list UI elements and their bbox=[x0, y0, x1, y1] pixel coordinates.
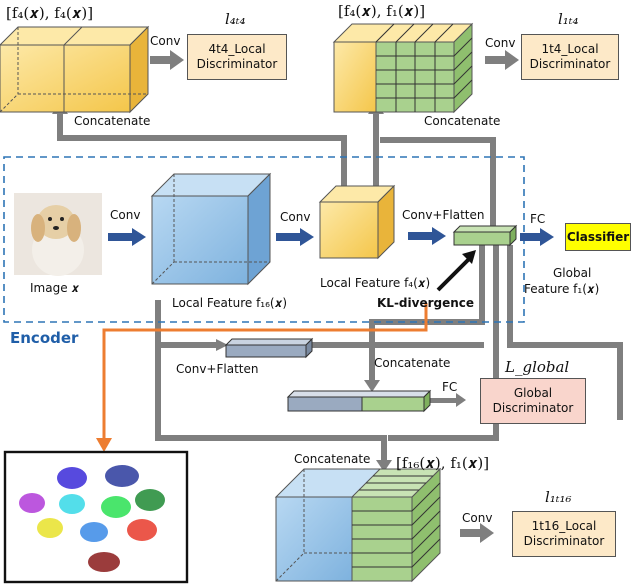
bottom-concat-label: Concatenate bbox=[294, 452, 371, 466]
classifier-box: Classifier bbox=[565, 223, 631, 251]
blue-arrows bbox=[108, 227, 554, 246]
global-feature-bar bbox=[452, 224, 518, 247]
input-dog-image bbox=[14, 193, 102, 276]
top-left-concat-label: Concatenate bbox=[74, 114, 151, 128]
top-right-disc-line1: 1t4_Local bbox=[541, 42, 599, 56]
top-right-loss-label: l₁ₜ₄ bbox=[558, 10, 579, 28]
global-disc-line1: Global bbox=[513, 386, 553, 400]
image-label: Image 𝒙 bbox=[30, 281, 80, 295]
bottom-feature-cube bbox=[274, 467, 442, 583]
top-right-concat-label: Concatenate bbox=[424, 114, 501, 128]
top-left-feature-cube bbox=[0, 25, 150, 114]
top-right-conv-label: Conv bbox=[485, 36, 516, 50]
local-feature-f4-cube bbox=[318, 184, 396, 260]
top-right-feature-cube bbox=[332, 22, 474, 114]
bottom-conv-label: Conv bbox=[462, 511, 493, 525]
top-right-formula: [f₄(𝒙), f₁(𝒙)] bbox=[338, 2, 426, 20]
global-feature-line2: Feature f₁(𝒙) bbox=[524, 282, 600, 296]
local-feature-f16-cube bbox=[150, 172, 272, 286]
tsne-scatter-panel bbox=[3, 450, 189, 584]
bottom-disc-line1: 1t16_Local bbox=[531, 519, 597, 533]
top-right-disc-line2: Discriminator bbox=[529, 57, 611, 71]
global-loss-label: L_global bbox=[505, 358, 570, 376]
local4-label: Local Feature f₄(𝒙) bbox=[320, 276, 431, 290]
bottom-formula: [f₁₆(𝒙), f₁(𝒙)] bbox=[396, 454, 490, 472]
conv2-label: Conv bbox=[280, 210, 311, 224]
encoder-label: Encoder bbox=[10, 329, 79, 347]
bottom-disc-line2: Discriminator bbox=[523, 534, 605, 548]
bottom-loss-label: l₁ₜ₁₆ bbox=[545, 488, 572, 506]
top-left-loss-label: l₄ₜ₄ bbox=[225, 10, 246, 28]
global-fc-label: FC bbox=[442, 380, 458, 394]
global-feature-line1: Global bbox=[553, 266, 592, 280]
local16-label: Local Feature f₁₆(𝒙) bbox=[172, 296, 288, 310]
conv-flatten-label: Conv+Flatten bbox=[402, 208, 485, 222]
top-left-disc-line1: 4t4_Local bbox=[208, 42, 266, 56]
orange-arrow bbox=[102, 303, 428, 440]
f16-flatten-bar bbox=[224, 337, 314, 359]
top-left-conv-label: Conv bbox=[150, 34, 181, 48]
conv1-label: Conv bbox=[110, 208, 141, 222]
global-conv-flatten-label: Conv+Flatten bbox=[176, 362, 259, 376]
global-disc-line2: Discriminator bbox=[492, 401, 574, 415]
top-left-disc-line2: Discriminator bbox=[196, 57, 278, 71]
top-left-formula: [f₄(𝒙), f₄(𝒙)] bbox=[6, 4, 94, 22]
global-concat-bar bbox=[286, 389, 432, 413]
orange-arrowhead bbox=[96, 438, 112, 452]
kl-label: KL-divergence bbox=[377, 296, 475, 310]
kl-arrow bbox=[436, 250, 476, 292]
fc-classifier-label: FC bbox=[530, 212, 546, 226]
global-concat-label: Concatenate bbox=[374, 356, 451, 370]
